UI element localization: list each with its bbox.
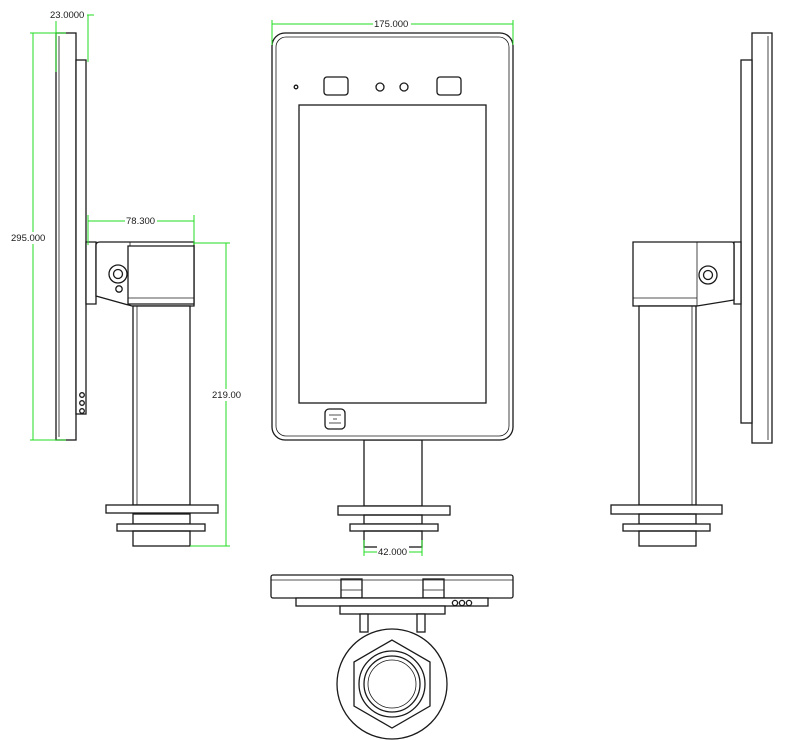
left-side-view (55, 32, 219, 547)
bottom-view (270, 574, 514, 740)
right-side-view (610, 32, 773, 547)
dim-thickness-label: 23.0000 (50, 10, 84, 21)
dim-width-label: 175.000 (374, 19, 408, 30)
dim-stand-height-label: 219.00 (212, 390, 241, 401)
front-view (271, 32, 514, 548)
dim-bracket-depth-label: 78.300 (126, 216, 155, 227)
dim-height-label: 295.000 (11, 233, 45, 244)
dim-pole-diameter-label: 42.000 (378, 547, 407, 558)
dimension-labels: 23.0000 175.000 295.000 78.300 219.00 42… (11, 9, 411, 558)
